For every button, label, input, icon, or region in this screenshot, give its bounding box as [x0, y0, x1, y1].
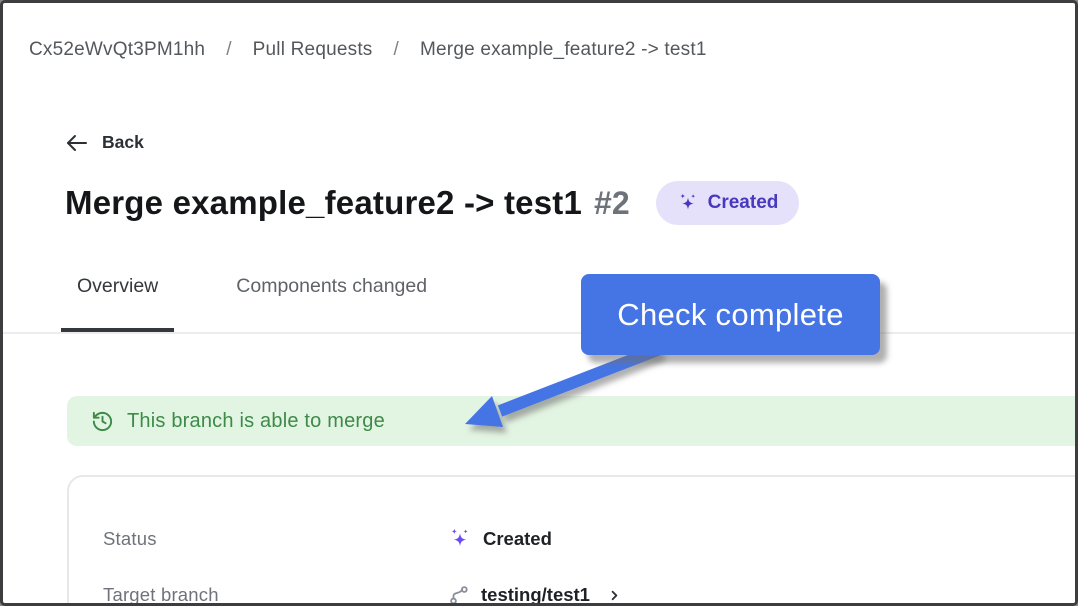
status-badge-label: Created	[707, 192, 779, 213]
breadcrumb-pull-requests[interactable]: Pull Requests	[252, 39, 373, 60]
pr-details-card: Status Created Target branch	[67, 475, 1075, 605]
status-label: Status	[103, 528, 157, 549]
git-branch-icon	[448, 584, 470, 603]
detail-row-status: Status Created	[103, 524, 1075, 554]
pr-number: #2	[594, 184, 630, 221]
pr-title: Merge example_feature2 -> test1	[65, 184, 583, 221]
back-label: Back	[102, 132, 144, 152]
arrow-left-icon	[65, 133, 89, 153]
breadcrumb-separator: /	[226, 39, 232, 60]
tabs-divider	[3, 332, 1075, 334]
target-branch-value[interactable]: testing/test1	[448, 584, 622, 605]
breadcrumb-separator: /	[393, 39, 399, 60]
sparkles-icon	[448, 527, 472, 551]
merge-banner-text: This branch is able to merge	[127, 409, 385, 432]
chevron-right-icon	[607, 588, 622, 603]
breadcrumb-current-pr: Merge example_feature2 -> test1	[420, 39, 707, 60]
tabs: Overview Components changed	[61, 271, 443, 332]
tab-overview[interactable]: Overview	[61, 271, 175, 332]
target-branch-name: testing/test1	[481, 584, 590, 605]
tab-components-changed[interactable]: Components changed	[236, 275, 428, 297]
breadcrumb: Cx52eWvQt3PM1hh / Pull Requests / Merge …	[29, 39, 707, 61]
back-button[interactable]: Back	[65, 132, 144, 153]
sparkles-icon	[677, 192, 699, 214]
merge-status-banner: This branch is able to merge	[67, 396, 1075, 446]
target-branch-label: Target branch	[103, 584, 219, 605]
status-value: Created	[448, 527, 552, 551]
status-badge: Created	[655, 181, 800, 225]
pr-title-row: Merge example_feature2 -> test1 #2 Creat…	[65, 181, 800, 225]
breadcrumb-project[interactable]: Cx52eWvQt3PM1hh	[29, 39, 206, 60]
detail-row-target-branch: Target branch testing/test1	[103, 580, 1075, 605]
annotation-callout: Check complete	[581, 274, 880, 355]
history-icon	[91, 410, 114, 433]
status-value-label: Created	[483, 528, 552, 549]
